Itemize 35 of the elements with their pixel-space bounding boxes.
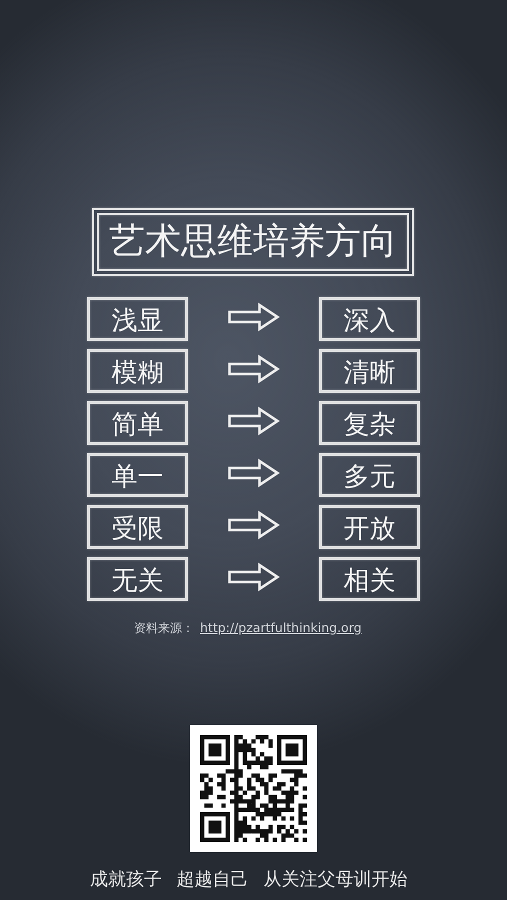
source-link: http://pzartfulthinking.org (200, 620, 362, 636)
term-label: 复杂 (344, 410, 396, 440)
term-box (319, 349, 420, 393)
term-label: 清晰 (344, 358, 396, 388)
term-box (87, 401, 188, 445)
term-box (319, 505, 420, 549)
term-label: 简单 (112, 410, 164, 440)
arrow (228, 354, 280, 384)
term-label: 多元 (344, 462, 396, 492)
arrow (228, 458, 280, 488)
term-box (319, 557, 420, 601)
source-label: 资料来源： (134, 620, 194, 636)
term-box (319, 453, 420, 497)
term-label: 受限 (112, 514, 164, 544)
title-box (92, 208, 414, 276)
term-label: 模糊 (112, 358, 164, 388)
term-box (319, 401, 420, 445)
slogan-text: 成就孩子 超越自己 从关注父母训开始 (90, 869, 408, 891)
term-box (87, 505, 188, 549)
arrow (228, 510, 280, 540)
arrow (228, 562, 280, 592)
term-box (87, 557, 188, 601)
term-label: 深入 (344, 306, 396, 336)
term-box (87, 349, 188, 393)
title-heading: 艺术思维培养方向 (109, 222, 397, 262)
term-box (87, 453, 188, 497)
term-label: 单一 (112, 462, 164, 492)
term-label: 相关 (344, 566, 396, 596)
arrow (228, 302, 280, 332)
term-label: 开放 (344, 514, 396, 544)
term-box (319, 297, 420, 341)
term-box (87, 297, 188, 341)
term-label: 无关 (112, 566, 164, 596)
term-label: 浅显 (112, 306, 164, 336)
arrow (228, 406, 280, 436)
